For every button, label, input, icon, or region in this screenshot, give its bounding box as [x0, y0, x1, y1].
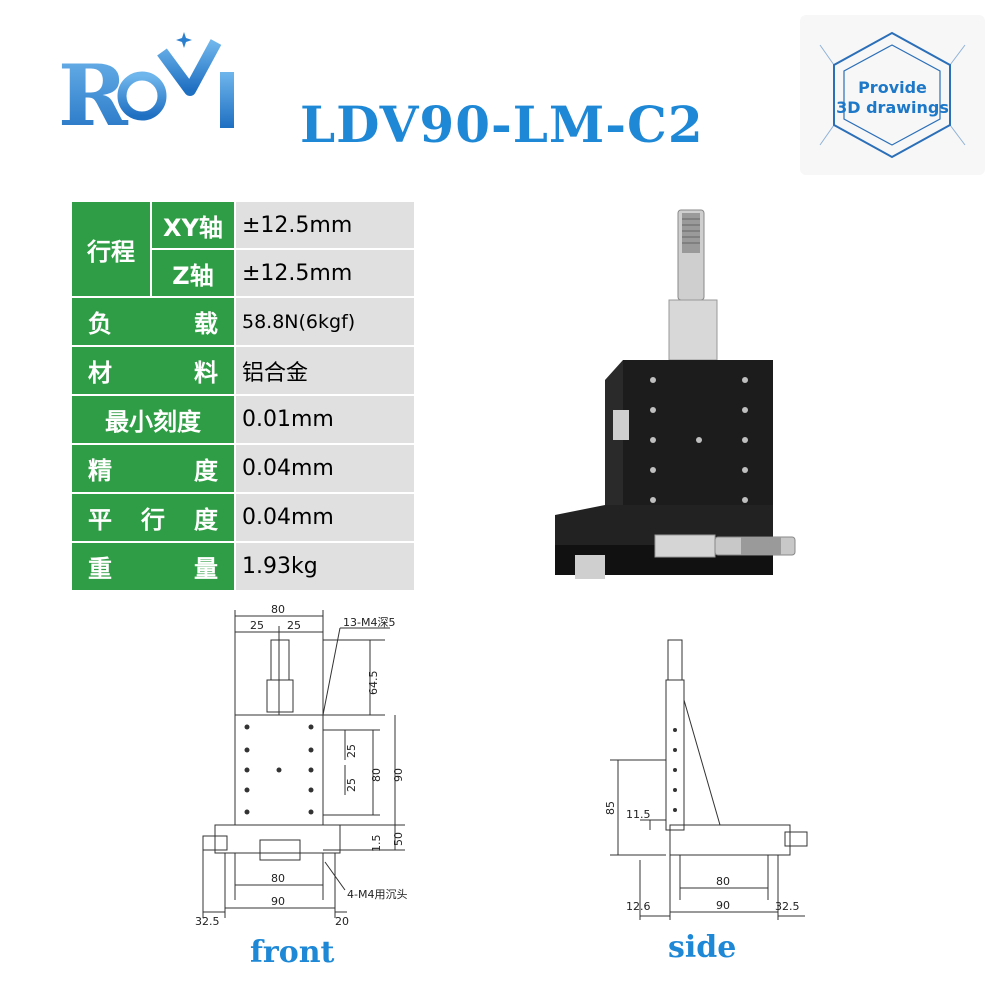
load-label-char: 载 [194, 310, 218, 338]
dim-v-25b: 25 [345, 778, 358, 792]
material-value: 铝合金 [236, 347, 414, 394]
accuracy-value: 0.04mm [236, 445, 414, 492]
dim-top-80: 80 [271, 603, 285, 616]
min-scale-value: 0.01mm [236, 396, 414, 443]
load-value: 58.8N(6kgf) [236, 298, 414, 345]
parallelism-label: 平 行 度 [72, 494, 234, 541]
brand-logo: R [50, 30, 250, 145]
front-drawing: 80 25 25 13-M4深5 64.5 25 25 80 90 1.5 50… [195, 600, 445, 930]
xy-axis-label: XY轴 [152, 202, 234, 248]
load-label-char: 负 [88, 310, 112, 338]
dim-11-5: 11.5 [626, 808, 651, 821]
dim-top-25a: 25 [250, 619, 264, 632]
dim-side-90: 90 [716, 899, 730, 912]
accuracy-label-char: 精 [88, 457, 112, 485]
parallelism-value: 0.04mm [236, 494, 414, 541]
svg-text:R: R [58, 46, 129, 135]
weight-value: 1.93kg [236, 543, 414, 590]
dim-side-32-5: 32.5 [775, 900, 800, 913]
dim-top-25b: 25 [287, 619, 301, 632]
material-label: 材 料 [72, 347, 234, 394]
min-scale-label: 最小刻度 [72, 396, 234, 443]
dim-64-5: 64.5 [367, 671, 380, 696]
dim-85: 85 [604, 801, 617, 815]
z-axis-label: Z轴 [152, 250, 234, 296]
dim-v-25: 25 [345, 744, 358, 758]
3d-drawings-badge: Provide 3D drawings [800, 15, 985, 175]
parallelism-label-char: 行 [141, 506, 165, 534]
parallelism-label-char: 平 [88, 506, 112, 534]
badge-line2: 3D drawings [836, 98, 949, 117]
dim-holes: 13-M4深5 [343, 616, 395, 629]
load-label: 负 载 [72, 298, 234, 345]
front-caption: front [250, 935, 335, 970]
dim-v-80: 80 [370, 768, 383, 782]
dim-side-80: 80 [716, 875, 730, 888]
product-title: LDV90-LM-C2 [300, 95, 704, 154]
dim-bottom-80: 80 [271, 872, 285, 885]
weight-label: 重 量 [72, 543, 234, 590]
accuracy-label: 精 度 [72, 445, 234, 492]
travel-label: 行程 [72, 202, 150, 296]
parallelism-label-char: 度 [194, 506, 218, 534]
weight-label-char: 量 [194, 555, 218, 583]
material-label-char: 料 [194, 359, 218, 387]
dim-v-1-5: 1.5 [370, 835, 383, 853]
dim-bottom-32-5: 32.5 [195, 915, 220, 928]
z-axis-value: ±12.5mm [236, 250, 414, 296]
xy-axis-value: ±12.5mm [236, 202, 414, 248]
accuracy-label-char: 度 [194, 457, 218, 485]
badge-line1: Provide [858, 78, 927, 97]
side-caption: side [668, 930, 737, 965]
side-drawing: 85 11.5 80 90 12.6 32.5 [600, 630, 810, 930]
dim-v-50: 50 [392, 832, 405, 846]
weight-label-char: 重 [88, 555, 112, 583]
dim-bottom-20: 20 [335, 915, 349, 928]
dim-counter: 4-M4用沉头 [347, 888, 407, 901]
dim-12-6: 12.6 [626, 900, 651, 913]
dim-v-90: 90 [392, 768, 405, 782]
dim-bottom-90: 90 [271, 895, 285, 908]
material-label-char: 材 [88, 359, 112, 387]
product-photo [545, 205, 810, 605]
